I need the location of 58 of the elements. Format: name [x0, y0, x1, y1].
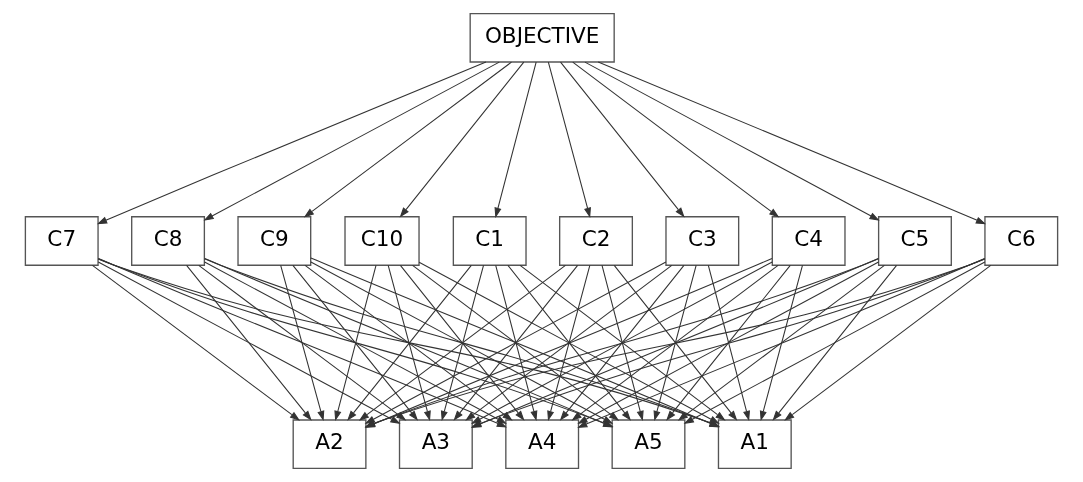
arrow: [91, 264, 301, 421]
node-box: A2: [292, 419, 367, 470]
node-box: C8: [131, 216, 206, 266]
arrow: [292, 264, 419, 421]
arrow: [707, 264, 750, 422]
arrow: [198, 264, 407, 421]
arrow: [519, 264, 726, 421]
arrow: [453, 264, 579, 421]
arrow: [666, 264, 791, 421]
arrow: [387, 264, 431, 422]
arrow: [547, 264, 591, 422]
arrow: [571, 264, 779, 421]
node-box: C6: [984, 216, 1059, 266]
arrow: [399, 264, 525, 421]
node-box: A5: [611, 419, 686, 470]
arrow: [303, 61, 512, 218]
arrow: [471, 261, 773, 424]
arrow: [613, 264, 738, 421]
arrow: [280, 264, 325, 422]
arrow: [399, 61, 525, 218]
arrow: [572, 61, 780, 218]
node-box: C7: [24, 216, 99, 266]
arrow: [560, 61, 685, 218]
arrow: [412, 264, 620, 421]
node-box: C9: [237, 216, 312, 266]
node-box: A1: [717, 419, 792, 470]
node-box: C5: [877, 216, 952, 266]
arrow: [772, 264, 898, 421]
arrow: [495, 264, 538, 422]
arrow: [784, 264, 992, 421]
arrow: [494, 61, 537, 218]
node-box: C4: [771, 216, 846, 266]
arrow: [759, 264, 803, 422]
arrow: [347, 264, 472, 421]
arrow: [584, 61, 880, 221]
node-box: A4: [505, 419, 580, 470]
arrow: [577, 261, 880, 424]
arrow: [559, 264, 685, 421]
arrow: [358, 264, 566, 421]
arrow: [203, 61, 500, 221]
arrow: [304, 264, 513, 421]
arrow: [507, 264, 631, 421]
arrow: [597, 61, 987, 225]
arrow: [440, 264, 485, 422]
arrow: [96, 61, 487, 225]
node-box: C2: [559, 216, 633, 266]
arrow: [677, 264, 885, 421]
arrow: [186, 264, 312, 421]
node-box: A3: [398, 419, 473, 470]
arrow: [547, 61, 591, 218]
arrow: [465, 264, 673, 421]
node-box: C1: [452, 216, 527, 266]
arrow: [653, 264, 697, 422]
node-box: OBJECTIVE: [469, 12, 615, 63]
arrow: [601, 264, 644, 422]
node-box: C10: [344, 216, 420, 266]
arrow: [683, 261, 986, 424]
node-box: C3: [665, 216, 740, 266]
